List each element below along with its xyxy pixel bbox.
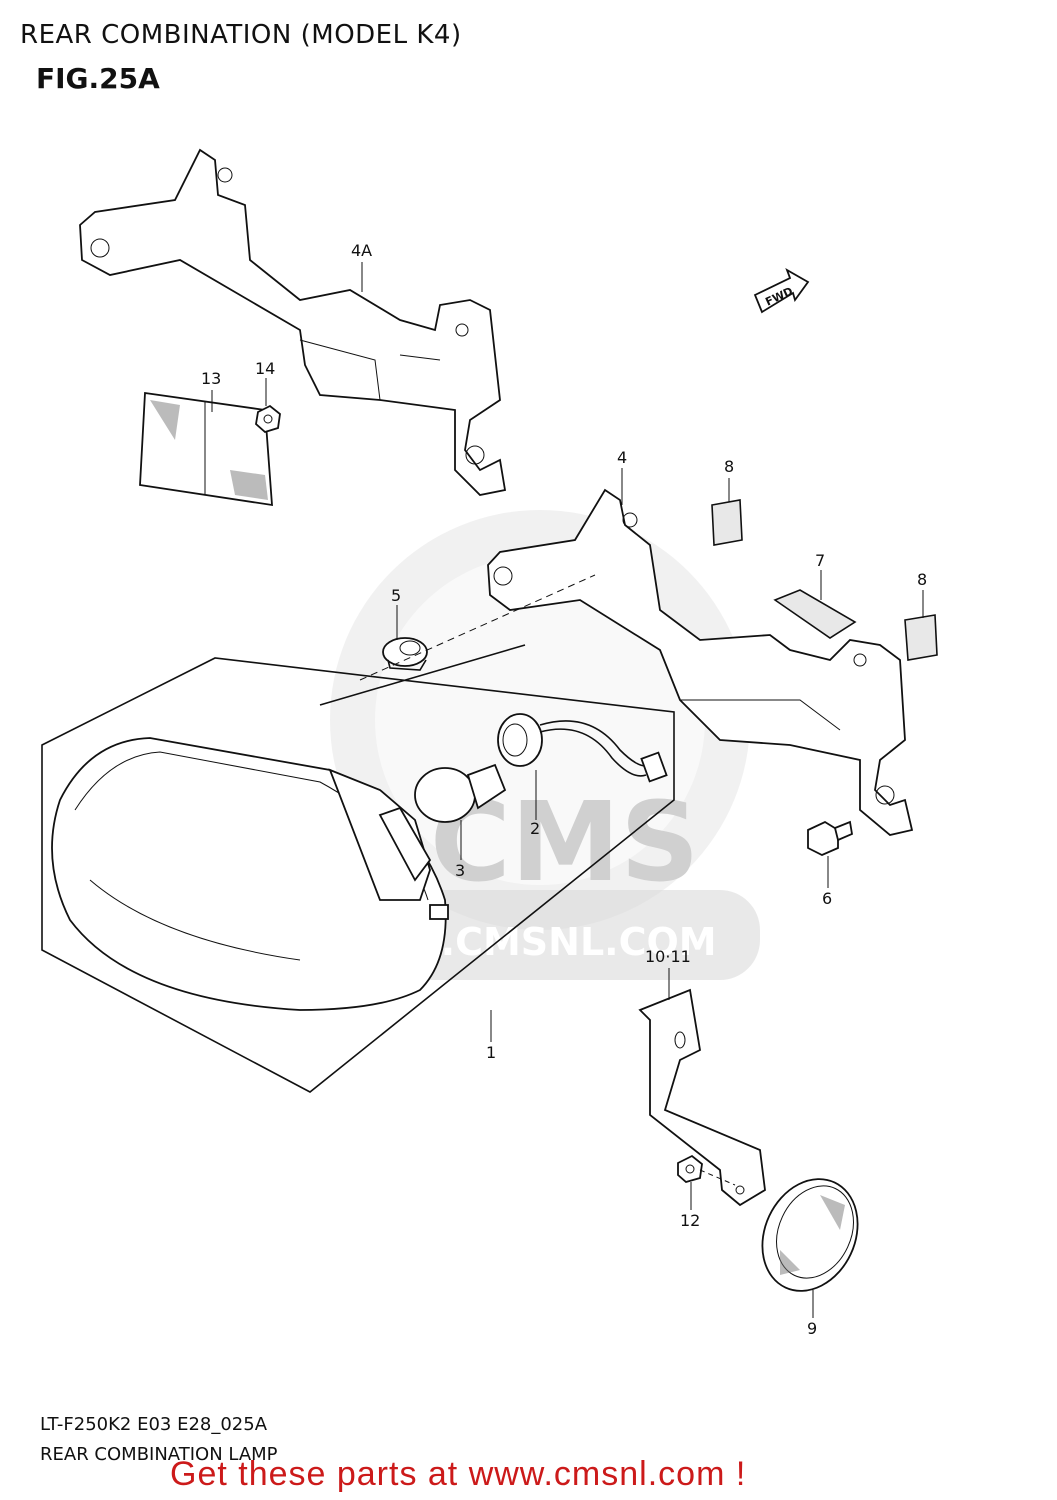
promo-link[interactable]: Get these parts at www.cmsnl.com ! [170, 1455, 747, 1493]
callout-7: 7 [815, 551, 825, 570]
callout-9: 9 [807, 1319, 817, 1338]
callout-12: 12 [680, 1211, 700, 1230]
part-nut-12 [677, 1154, 703, 1183]
callout-8-upper: 8 [724, 457, 734, 476]
callout-labels: 4A 13 14 4 8 7 8 5 2 3 6 1 10·11 12 9 [201, 241, 927, 1338]
callout-4: 4 [617, 448, 627, 467]
part-pad-8b [904, 614, 938, 661]
callout-4a: 4A [351, 241, 372, 260]
part-socket-2 [497, 713, 668, 783]
part-grommet-5 [382, 637, 428, 671]
figure-label: FIG.25A [36, 62, 160, 95]
part-stay-10-11 [638, 988, 766, 1207]
leader-lines [211, 262, 924, 1318]
diagram-caption: REAR COMBINATION LAMP [40, 1444, 278, 1465]
part-reflector-13 [139, 391, 273, 507]
callout-2: 2 [530, 819, 540, 838]
part-pad-7 [773, 589, 857, 639]
callout-14: 14 [255, 359, 275, 378]
part-reflector-9 [761, 1178, 859, 1292]
callout-3: 3 [455, 861, 465, 880]
callout-10-11: 10·11 [645, 947, 691, 966]
part-bolt-6 [807, 820, 854, 856]
part-bulb-3 [414, 763, 507, 823]
part-bracket-4a [79, 148, 507, 496]
callout-5: 5 [391, 586, 401, 605]
callout-8-lower: 8 [917, 570, 927, 589]
part-lamp-1 [41, 644, 675, 1093]
page-title: REAR COMBINATION (MODEL K4) [20, 20, 462, 50]
part-pad-8a [711, 499, 743, 546]
callout-1: 1 [486, 1043, 496, 1062]
part-nut-14 [255, 404, 281, 434]
callout-13: 13 [201, 369, 221, 388]
part-bracket-4 [487, 488, 914, 836]
fwd-arrow: FWD [753, 267, 810, 314]
callout-6: 6 [822, 889, 832, 908]
model-code: LT-F250K2 E03 E28_025A [40, 1414, 268, 1435]
